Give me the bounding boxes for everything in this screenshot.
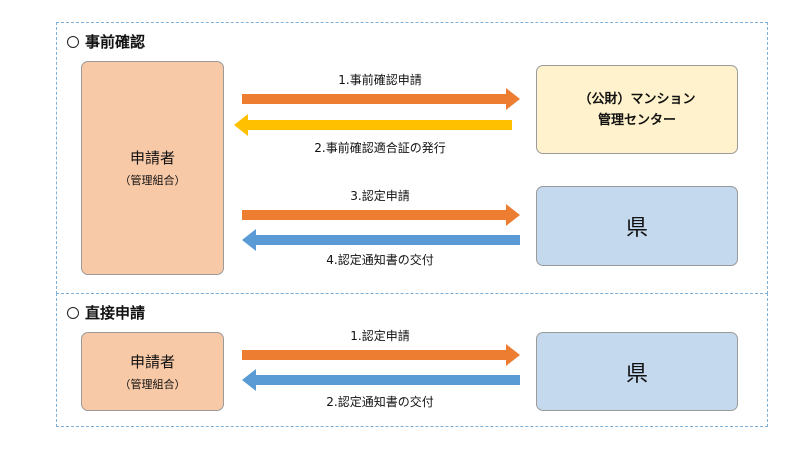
step-3-label: 3.認定申請 [350, 189, 410, 203]
applicant-box: 申請者 （管理組合） [81, 61, 224, 275]
direct-application-title-text: 直接申請 [85, 304, 146, 322]
prefecture-label: 県 [625, 216, 648, 241]
arrow-right-icon [242, 88, 520, 110]
prior-check-title-text: 事前確認 [85, 33, 146, 51]
prior-check-title: 事前確認 [67, 31, 145, 52]
circle-icon [67, 306, 79, 319]
direct-application-title: 直接申請 [67, 302, 145, 323]
direct-prefecture-label: 県 [625, 361, 648, 387]
direct-step-2-label: 2.認定通知書の交付 [326, 395, 434, 409]
direct-applicant-name: 申請者 [129, 352, 175, 371]
direct-step-1-label: 1.認定申請 [350, 329, 410, 343]
step-3-arrow [242, 204, 520, 226]
applicant-name: 申請者 [129, 149, 175, 167]
step-1-label: 1.事前確認申請 [338, 73, 422, 87]
arrow-right-icon [242, 344, 520, 366]
management-center-box: （公財）マンション 管理センター [536, 65, 738, 154]
arrow-left-icon [234, 114, 512, 136]
arrow-left-icon [242, 229, 520, 251]
applicant-sub: （管理組合） [119, 174, 186, 187]
step-4-arrow [242, 229, 520, 251]
direct-applicant-sub: （管理組合） [119, 377, 186, 391]
direct-applicant-box: 申請者 （管理組合） [81, 332, 224, 411]
center-line1: （公財）マンション [578, 91, 696, 107]
center-line2: 管理センター [597, 112, 676, 128]
prefecture-box: 県 [536, 186, 738, 266]
step-2-arrow [234, 114, 512, 136]
direct-step-1-arrow [242, 344, 520, 366]
step-1-arrow [242, 88, 520, 110]
step-2-label: 2.事前確認適合証の発行 [314, 141, 446, 155]
circle-icon [67, 35, 79, 48]
arrow-right-icon [242, 204, 520, 226]
arrow-left-icon [242, 369, 520, 391]
direct-step-2-arrow [242, 369, 520, 391]
step-4-label: 4.認定通知書の交付 [326, 253, 434, 267]
direct-application-section [56, 293, 768, 427]
direct-prefecture-box: 県 [536, 332, 738, 411]
